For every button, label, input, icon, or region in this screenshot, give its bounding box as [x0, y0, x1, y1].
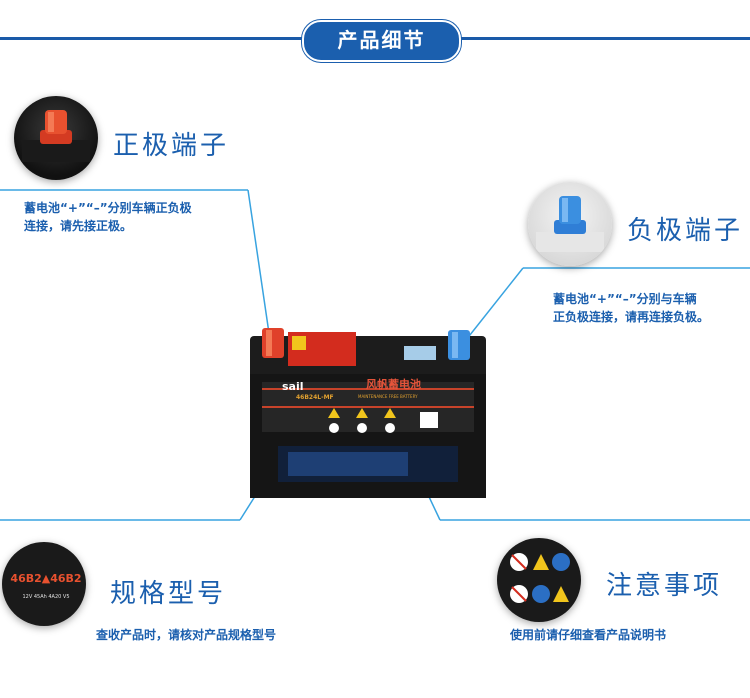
negative-terminal-desc: 蓄电池“+”“–”分别与车辆 正负极连接，请再连接负极。 — [553, 290, 709, 326]
negative-desc-line1: 蓄电池“+”“–”分别与车辆 — [553, 292, 697, 306]
negative-desc-line2: 正负极连接，请再连接负极。 — [553, 310, 710, 324]
page-title: 产品细节 — [337, 28, 426, 52]
battery-brand: sail — [282, 380, 304, 393]
battery-brand-cn: 风帆蓄电池 — [366, 378, 421, 391]
negative-terminal-icon — [536, 196, 604, 252]
negative-terminal-photo — [528, 182, 612, 266]
spec-model-desc: 查收产品时，请核对产品规格型号 — [96, 628, 277, 642]
negative-terminal-title: 负极端子 — [627, 216, 744, 246]
notice-title: 注意事项 — [606, 571, 723, 601]
positive-desc-line2: 连接，请先接正极。 — [24, 219, 133, 233]
header-pill — [302, 20, 461, 62]
notice-desc: 使用前请仔细查看产品说明书 — [510, 628, 667, 642]
warning-symbols-icon — [510, 553, 570, 603]
battery-subtitle: MAINTENANCE FREE BATTERY — [358, 394, 418, 399]
battery-image: sail 风帆蓄电池 46B24L-MF MAINTENANCE FREE BA… — [248, 322, 488, 500]
battery-negative-post — [448, 330, 470, 360]
spec-model-photo: 46B2▲46B2 12V 45Ah 4A20 V5 — [2, 542, 86, 626]
battery-positive-post — [262, 328, 284, 358]
negative-callout-connector — [461, 267, 524, 346]
positive-terminal-photo — [14, 96, 98, 180]
positive-terminal-desc: 蓄电池“+”“–”分别车辆正负极 连接，请先接正极。 — [24, 199, 192, 235]
positive-desc-line1: 蓄电池“+”“–”分别车辆正负极 — [24, 201, 192, 215]
spec-model-title: 规格型号 — [110, 579, 227, 609]
battery-model-small: 46B24L-MF — [296, 394, 334, 401]
positive-terminal-title: 正极端子 — [113, 131, 230, 161]
notice-photo — [497, 538, 581, 622]
spec-badge-text: 46B2▲46B2 — [10, 572, 82, 585]
spec-badge-sub: 12V 45Ah 4A20 V5 — [22, 594, 70, 600]
positive-callout-connector — [247, 189, 271, 341]
positive-terminal-icon — [22, 110, 90, 162]
